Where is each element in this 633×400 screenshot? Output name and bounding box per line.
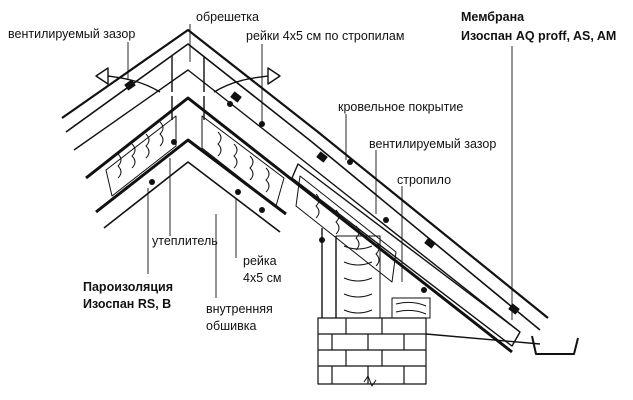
inner-lining-line <box>103 161 281 233</box>
labels: вентилируемый зазор обрешетка рейки 4х5 … <box>8 10 616 333</box>
insulation-right <box>201 115 285 207</box>
ridge-gap <box>171 56 205 92</box>
label-membrane-title: Мембрана <box>461 10 525 24</box>
roof-covering-outline <box>61 28 549 319</box>
label-rail-line1: рейка <box>243 254 277 268</box>
label-rail-line2: 4х5 см <box>243 271 281 285</box>
wall-plate <box>391 297 431 319</box>
insulation-left <box>105 115 177 197</box>
label-membrane-brands: Изоспан AQ proff, AS, AM <box>461 29 616 43</box>
gutter <box>531 335 579 355</box>
label-inner-lining-line1: внутренняя <box>206 302 273 316</box>
vapor-barrier-line <box>95 138 287 216</box>
label-battens: обрешетка <box>196 10 259 24</box>
leader-lines <box>127 24 513 320</box>
label-inner-lining-line2: обшивка <box>206 319 257 333</box>
roof-structure <box>61 28 579 387</box>
label-rails-along-rafters: рейки 4х5 см по стропилам <box>246 29 404 43</box>
label-vapor-barrier-brands: Изоспан RS, B <box>83 297 171 311</box>
masonry-wall <box>317 317 427 387</box>
batten-sections <box>124 79 520 315</box>
rail-dots <box>149 101 427 293</box>
label-vapor-barrier-title: Пароизоляция <box>83 280 173 294</box>
ventilation-arrows <box>95 67 281 120</box>
label-ventilated-gap-top: вентилируемый зазор <box>8 27 135 41</box>
label-rafter: стропило <box>397 173 451 187</box>
label-ventilated-gap-right: вентилируемый зазор <box>369 137 496 151</box>
label-roof-covering: кровельное покрытие <box>338 100 463 114</box>
membrane-line <box>85 96 513 354</box>
rafter-beam <box>291 163 521 347</box>
soffit <box>425 333 541 345</box>
ventilation-gap-band <box>73 69 521 333</box>
label-insulation: утеплитель <box>152 234 218 248</box>
